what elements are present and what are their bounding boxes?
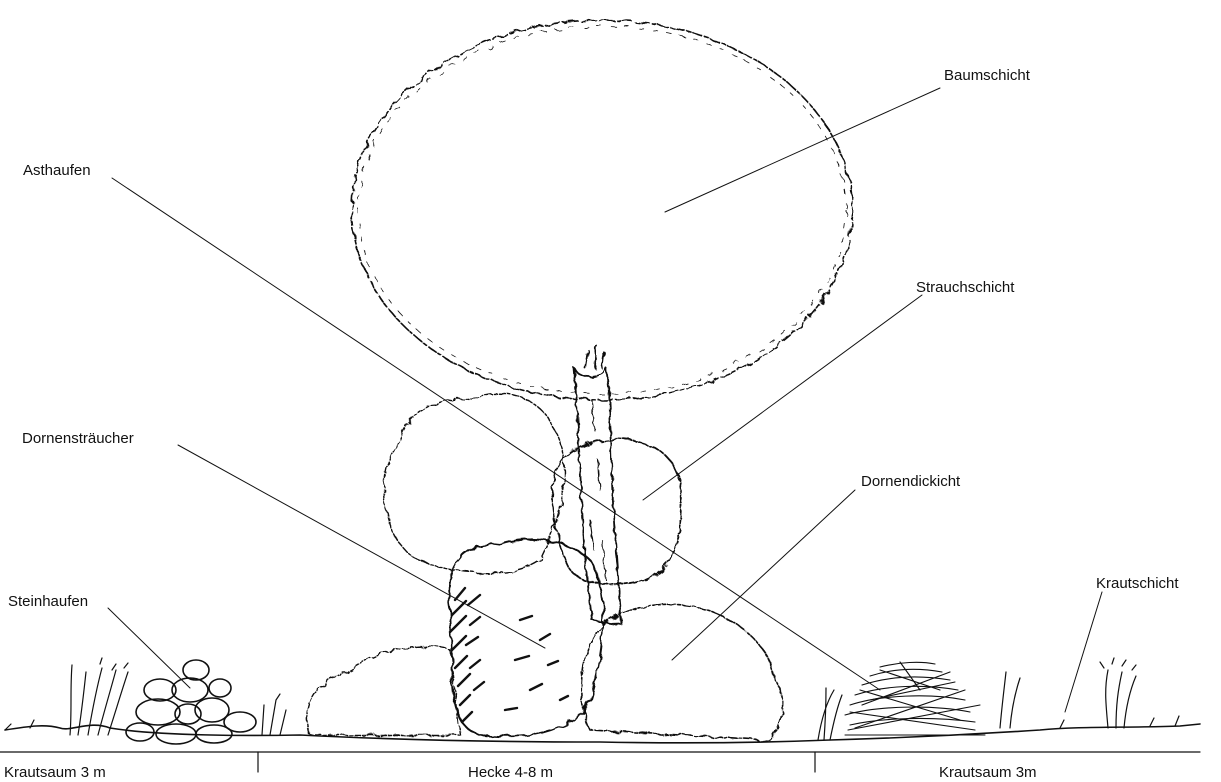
leader-krautschicht (1065, 592, 1102, 712)
low-shrub-left (307, 646, 460, 735)
leader-strauchschicht (643, 295, 922, 500)
thorn-hatching (450, 588, 568, 722)
branch-pile (845, 662, 985, 735)
label-steinhaufen: Steinhaufen (8, 594, 88, 609)
thorn-thicket (582, 604, 783, 740)
leader-dornendickicht (672, 490, 855, 660)
tree-crown (352, 20, 852, 400)
ground-line (5, 724, 1200, 743)
zone-left-label: Krautsaum 3 m (4, 765, 106, 780)
leader-baumschicht (665, 88, 940, 212)
zone-right-label: Krautsaum 3m (939, 765, 1037, 780)
zone-middle-label: Hecke 4-8 m (468, 765, 553, 780)
label-dornendickicht: Dornendickicht (861, 474, 960, 489)
label-strauchschicht: Strauchschicht (916, 280, 1014, 295)
label-asthaufen: Asthaufen (23, 163, 91, 178)
thorn-shrub (448, 540, 603, 737)
grass-tufts (70, 658, 1136, 740)
leader-steinhaufen (108, 608, 190, 688)
label-dornenstraeucher: Dornensträucher (22, 431, 134, 446)
leader-asthaufen (112, 178, 880, 690)
label-baumschicht: Baumschicht (944, 68, 1030, 83)
leader-dornenstraeucher (178, 445, 545, 648)
label-krautschicht: Krautschicht (1096, 576, 1179, 591)
